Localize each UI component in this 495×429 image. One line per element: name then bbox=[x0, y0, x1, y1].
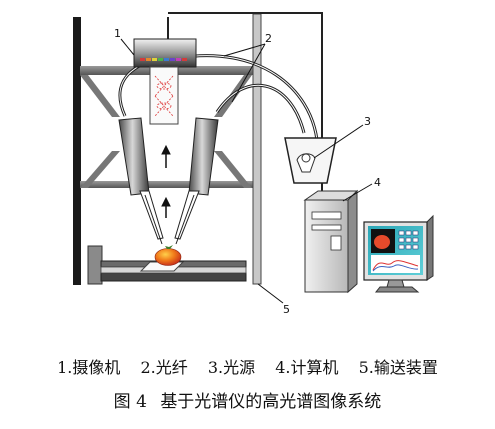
light-source-lamp bbox=[296, 153, 316, 173]
tomato bbox=[154, 248, 182, 266]
legend-item-conveyor: 5.输送装置 bbox=[358, 358, 438, 377]
monitor-back bbox=[426, 214, 434, 281]
monitor-base bbox=[374, 286, 420, 293]
leader-4 bbox=[342, 183, 373, 202]
legend-item-optical-fiber: 2.光纤 bbox=[140, 358, 188, 377]
callout-4: 4 bbox=[374, 176, 381, 189]
right-column bbox=[252, 13, 262, 285]
lens-housing bbox=[149, 66, 179, 125]
leader-5 bbox=[257, 283, 284, 304]
callout-5: 5 bbox=[283, 303, 290, 316]
pc-drive-bay-2 bbox=[311, 224, 342, 231]
pc-drive-bay-1 bbox=[311, 211, 342, 220]
conveyor-end-left bbox=[87, 245, 103, 285]
light-direction-arrows bbox=[161, 144, 171, 218]
pc-tower-side bbox=[347, 189, 358, 294]
legend-item-computer: 4.计算机 bbox=[275, 358, 339, 377]
leader-2b bbox=[231, 43, 266, 103]
figure-title: 基于光谱仪的高光谱图像系统 bbox=[160, 392, 382, 412]
camera bbox=[133, 38, 197, 125]
light-source-bulb bbox=[301, 153, 311, 163]
leader-1 bbox=[120, 38, 135, 56]
legend-item-camera: 1.摄像机 bbox=[57, 358, 121, 377]
spectral-stripe bbox=[140, 58, 187, 61]
left-lamp bbox=[118, 117, 164, 245]
computer bbox=[303, 189, 434, 294]
figure-caption: 图 4 基于光谱仪的高光谱图像系统 bbox=[0, 387, 495, 412]
middle-shelf bbox=[80, 181, 260, 188]
component-legend: 1.摄像机 2.光纤 3.光源 4.计算机 5.输送装置 bbox=[0, 354, 495, 378]
legend-item-light-source: 3.光源 bbox=[207, 358, 256, 377]
shelf-brace-lower-left bbox=[80, 151, 120, 188]
conveyor bbox=[87, 245, 247, 285]
shelf-brace-upper-left bbox=[80, 75, 120, 117]
monitor-neck bbox=[386, 279, 405, 288]
pc-power-panel bbox=[330, 235, 342, 251]
left-post bbox=[73, 17, 81, 285]
right-light-beam bbox=[175, 194, 195, 245]
screen-spectrum-panel bbox=[371, 255, 420, 273]
leader-2a bbox=[223, 43, 266, 57]
right-lamp-cylinder bbox=[188, 117, 219, 196]
screen-tomato-image bbox=[374, 235, 390, 249]
screen-spectrum-curve-2 bbox=[372, 264, 419, 272]
camera-body bbox=[133, 38, 197, 68]
screen-spectrum-curve-1 bbox=[372, 260, 419, 271]
light-source-box bbox=[284, 137, 337, 184]
optical-fibers bbox=[118, 54, 319, 141]
left-light-beam bbox=[144, 194, 163, 245]
right-lamp bbox=[174, 117, 219, 245]
callout-leaders bbox=[120, 38, 373, 304]
callout-1: 1 bbox=[114, 27, 121, 40]
shelf-brace-lower-right bbox=[214, 151, 252, 188]
tomato-stem bbox=[165, 245, 173, 249]
callout-2: 2 bbox=[265, 32, 272, 45]
conveyor-rail-bottom bbox=[100, 272, 247, 282]
leader-3 bbox=[313, 124, 364, 159]
screen-buttons bbox=[398, 230, 419, 250]
figure-number: 图 4 bbox=[113, 392, 147, 412]
callout-3: 3 bbox=[364, 115, 371, 128]
lens-ray-paths bbox=[154, 75, 174, 117]
